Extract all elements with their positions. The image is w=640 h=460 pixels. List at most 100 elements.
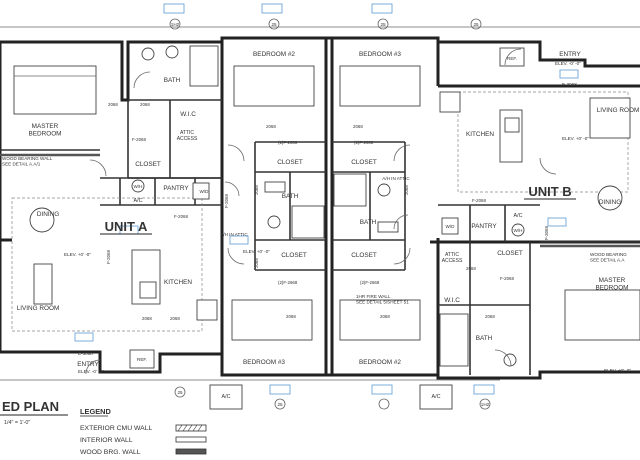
svg-text:F-2068: F-2068 [224,194,229,208]
room-bedroom2-bottom: BEDROOM #2 [359,359,401,366]
room-kitchen-a: KITCHEN [164,279,192,286]
door-tags: 2068 F-2068 2068 F-2068 F-2068 2068 (2)F… [106,102,549,321]
note-elev-a1: ELEV. +0' -0" [64,252,91,257]
room-bath-b: BATH [476,335,493,342]
svg-text:25: 25 [277,402,283,407]
room-wd-b: W/D [446,224,456,229]
legend-swatch-hatch [175,424,207,432]
note-ah-in-attic-right: A/H IN ATTIC [382,176,410,181]
svg-text:2068: 2068 [380,314,390,319]
svg-text:2068: 2068 [254,258,259,268]
svg-text:2068: 2068 [170,316,180,321]
room-living-a: LIVING ROOM [17,305,60,312]
unit-a-interior-walls [0,99,222,332]
room-ref-a: REF. [137,357,147,362]
svg-text:1H2: 1H2 [171,22,180,27]
room-ac-a: A/C [134,198,143,204]
room-bedroom3-bottom: BEDROOM #3 [243,359,285,366]
legend-item-interior: INTERIOR WALL [80,437,133,444]
room-closet-top-right: CLOSET [351,159,377,166]
outdoor-ac-unit-1: A/C [222,394,231,400]
svg-text:2068: 2068 [142,316,152,321]
room-bedroom3-top: BEDROOM #3 [359,51,401,58]
room-bath-top-left: BATH [282,193,299,200]
note-elev-b1: ELEV. +0' -0" [562,136,589,141]
svg-text:2068: 2068 [140,102,150,107]
legend: LEGEND EXTERIOR CMU WALL INTERIOR WALL W… [80,407,207,456]
room-wh-a: W/H [134,184,143,189]
room-wh-b: W/H [514,228,523,233]
dimension-markers [169,18,491,410]
room-closet-a: CLOSET [135,161,161,168]
svg-text:F-2068: F-2068 [174,214,188,219]
legend-swatch-solid [175,448,207,455]
room-dining-b: DINING [599,199,621,206]
svg-text:2068: 2068 [485,314,495,319]
room-closet-bottom-right: CLOSET [351,252,377,259]
unit-b-interior-walls [438,91,640,375]
unit-a-label: UNIT A [105,219,148,234]
drawing-scale: 1/4" = 1'-0" [4,420,30,426]
legend-swatch-double [175,436,207,443]
svg-text:F-2068: F-2068 [500,276,514,281]
svg-text:2068: 2068 [286,314,296,319]
svg-text:2068: 2068 [404,185,409,195]
note-elev-b2: ELEV. +0' -0" [604,368,631,373]
drawing-title: ED PLAN [2,399,59,414]
room-pantry-a: PANTRY [163,185,189,192]
room-entry-a: ENTRY [77,361,99,368]
note-elev-entry-b: ELEV. -0' -0" [555,61,581,66]
section-tags [74,3,579,395]
room-closet-bottom-left: CLOSET [281,252,307,259]
door-swings [85,48,557,375]
unit-b-label: UNIT B [528,184,571,199]
svg-text:1H2: 1H2 [481,402,490,407]
svg-text:F-2068: F-2068 [132,137,146,142]
svg-text:(2)F-2668: (2)F-2668 [278,280,298,285]
svg-text:25: 25 [473,22,479,27]
svg-text:2068: 2068 [254,185,259,195]
room-wd-a: W/D [200,189,210,194]
room-entry-b: ENTRY [559,51,581,58]
svg-text:F-2068: F-2068 [472,198,486,203]
outdoor-ac-unit-2: A/C [432,394,441,400]
door-e3068-a: E-3068 [78,351,93,356]
room-closet-b: CLOSET [497,250,523,257]
legend-item-exterior: EXTERIOR CMU WALL [80,425,152,432]
svg-text:25: 25 [271,22,277,27]
svg-text:F-2068: F-2068 [106,250,111,264]
room-bedroom2-top: BEDROOM #2 [253,51,295,58]
room-ac-b: A/C [514,213,523,219]
svg-text:(2)F-2668: (2)F-2668 [278,140,298,145]
legend-heading: LEGEND [80,407,111,416]
room-wic-b: W.I.C [444,297,460,304]
door-e3068-b: E-3068 [562,82,577,87]
svg-text:F-3068: F-3068 [544,226,549,240]
room-bath-top-right: BATH [360,219,377,226]
note-elev-a2: ELEV. +0' -0" [243,249,270,254]
svg-text:(2)F-2668: (2)F-2668 [360,280,380,285]
svg-text:2068: 2068 [353,124,363,129]
svg-text:2068: 2068 [466,266,476,271]
svg-text:2068: 2068 [108,102,118,107]
room-dining-a: DINING [37,211,59,218]
room-kitchen-b: KITCHEN [466,131,494,138]
room-pantry-b: PANTRY [471,223,497,230]
middle-interior-walls [254,141,406,271]
fixtures [13,45,640,410]
svg-text:25: 25 [177,390,183,395]
note-ah-in-attic-left: A/H IN ATTIC [220,232,248,237]
svg-text:2068: 2068 [266,124,276,129]
room-ref-b: REF. [507,56,517,61]
svg-text:25: 25 [380,22,386,27]
svg-text:(2)F-2668: (2)F-2668 [354,140,374,145]
room-wic-a: W.I.C [180,111,196,118]
dimension-labels: 1H2 25 25 25 25 25 1H2 [171,22,490,407]
